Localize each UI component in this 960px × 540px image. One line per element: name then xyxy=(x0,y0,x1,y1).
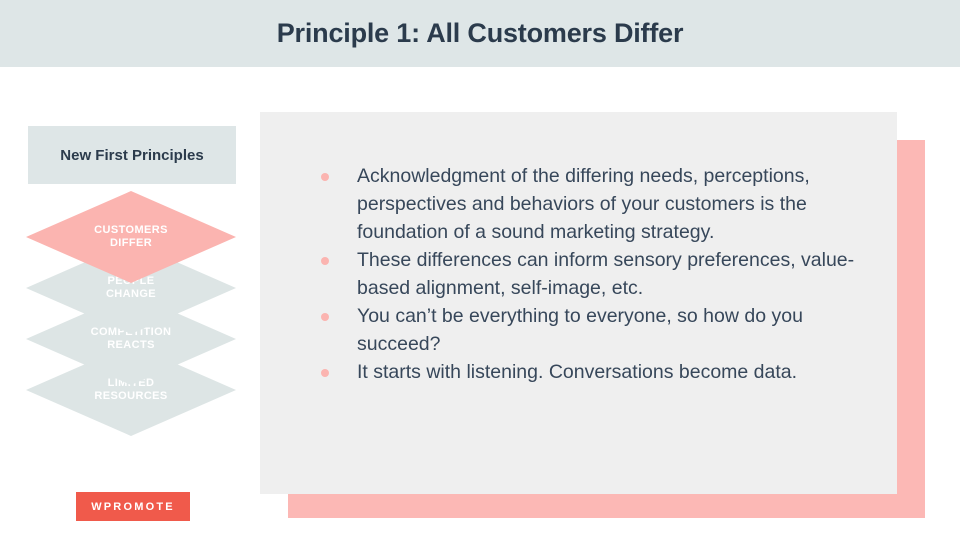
list-item: Acknowledgment of the differing needs, p… xyxy=(321,162,866,246)
diamond-customers-differ[interactable]: CUSTOMERS DIFFER xyxy=(26,191,236,283)
bullet-dot-icon xyxy=(321,313,329,321)
bullet-list: Acknowledgment of the differing needs, p… xyxy=(321,162,866,386)
diamond-label-line1: CUSTOMERS xyxy=(94,224,168,236)
bullet-dot-icon xyxy=(321,369,329,377)
bullet-dot-icon xyxy=(321,257,329,265)
wpromote-logo-text: WPROMOTE xyxy=(91,500,175,513)
diamond-label-line2: RESOURCES xyxy=(94,390,168,402)
list-item: It starts with listening. Conversations … xyxy=(321,358,866,386)
new-first-principles-label: New First Principles xyxy=(60,146,204,164)
bullet-text: Acknowledgment of the differing needs, p… xyxy=(357,165,810,243)
sidebar: New First Principles CUSTOMERS DIFFER PE… xyxy=(0,67,256,540)
content-panel: Acknowledgment of the differing needs, p… xyxy=(260,112,897,494)
diamond-label-customers-differ: CUSTOMERS DIFFER xyxy=(26,191,236,283)
list-item: You can’t be everything to everyone, so … xyxy=(321,302,866,358)
diamond-label-line2: REACTS xyxy=(107,339,155,351)
principles-diamond-stack: CUSTOMERS DIFFER PEOPLE CHANGE COMPETITI… xyxy=(0,67,256,540)
list-item: These differences can inform sensory pre… xyxy=(321,246,866,302)
new-first-principles-box: New First Principles xyxy=(28,126,236,184)
diamond-label-line2: DIFFER xyxy=(109,237,153,249)
wpromote-logo: WPROMOTE xyxy=(76,492,190,521)
bullet-dot-icon xyxy=(321,173,329,181)
diamond-label-people-change: PEOPLE CHANGE xyxy=(26,242,236,334)
bullet-text: These differences can inform sensory pre… xyxy=(357,249,855,299)
bullet-text: It starts with listening. Conversations … xyxy=(357,361,798,383)
bullet-text: You can’t be everything to everyone, so … xyxy=(357,305,803,355)
header-band: Principle 1: All Customers Differ xyxy=(0,0,960,67)
diamond-label-line2: CHANGE xyxy=(105,288,157,300)
page-title: Principle 1: All Customers Differ xyxy=(276,18,684,48)
